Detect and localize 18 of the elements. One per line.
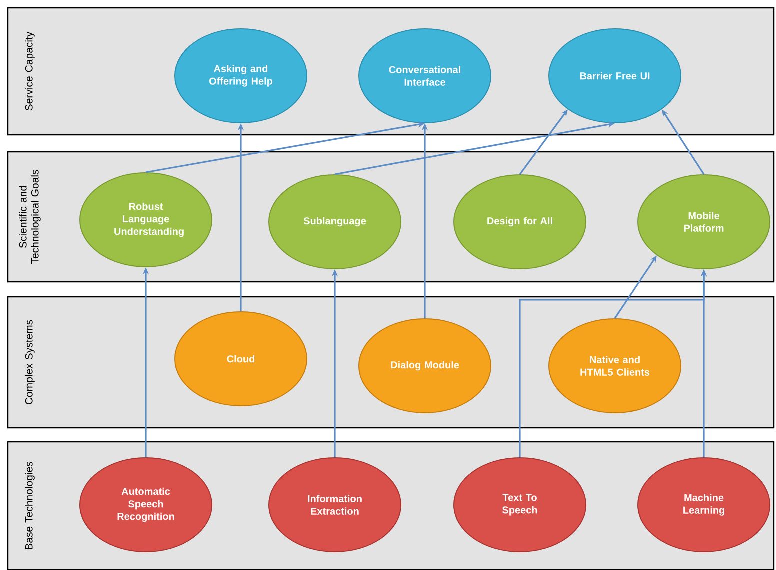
- layer-label: Service Capacity: [25, 32, 35, 111]
- ellipse-node: Machine Learning: [638, 458, 770, 552]
- ellipse-node: Robust Language Understanding: [80, 172, 212, 268]
- ellipse-node: Conversational Interface: [358, 28, 492, 124]
- ellipse-node: Barrier Free UI: [548, 28, 682, 124]
- layer-label: Scientific and Technological Goals: [19, 170, 41, 264]
- layer-label: Complex Systems: [25, 320, 35, 405]
- ellipse-node: Sublanguage: [268, 174, 402, 270]
- layer-label: Base Technologies: [25, 462, 35, 550]
- ellipse-node: Text To Speech: [454, 458, 586, 552]
- ellipse-node: Native and HTML5 Clients: [548, 318, 682, 414]
- ellipse-node: Design for All: [454, 174, 586, 270]
- ellipse-node: Asking and Offering Help: [174, 28, 308, 124]
- ellipse-node: Automatic Speech Recognition: [80, 458, 212, 552]
- ellipse-node: Cloud: [174, 312, 308, 406]
- ellipse-node: Mobile Platform: [638, 174, 770, 270]
- ellipse-node: Information Extraction: [268, 458, 402, 552]
- ellipse-node: Dialog Module: [358, 318, 492, 414]
